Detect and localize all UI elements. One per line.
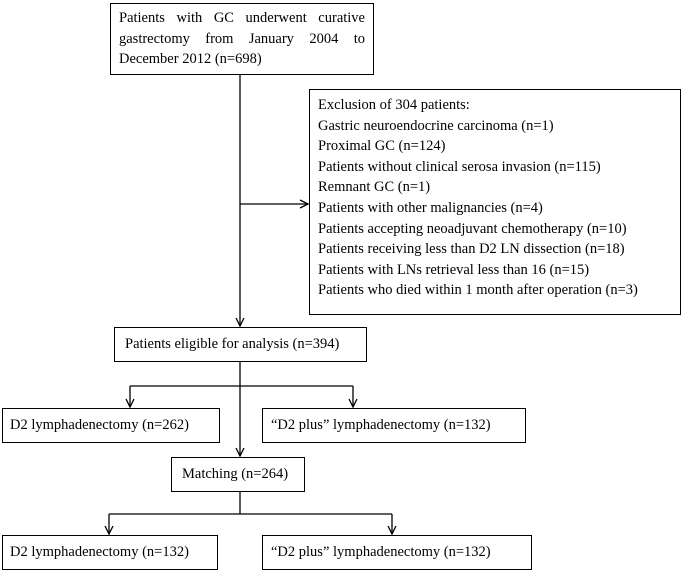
d2plus-matched-box: “D2 plus” lymphadenectomy (n=132) — [262, 535, 532, 570]
d2plus-group-box: “D2 plus” lymphadenectomy (n=132) — [262, 408, 526, 443]
cohort-line: December 2012 (n=698) — [119, 51, 262, 67]
exclusion-item: Patients who died within 1 month after o… — [318, 282, 638, 299]
exclusion-item: Patients accepting neoadjuvant chemother… — [318, 220, 627, 237]
exclusion-item: Patients with other malignancies (n=4) — [318, 199, 543, 216]
exclusion-item: Proximal GC (n=124) — [318, 138, 446, 155]
matching-label: Matching (n=264) — [182, 466, 289, 482]
eligible-label: Patients eligible for analysis (n=394) — [125, 336, 340, 352]
d2plus-group-label: “D2 plus” lymphadenectomy (n=132) — [271, 417, 491, 433]
d2-group-label: D2 lymphadenectomy (n=262) — [10, 417, 189, 433]
exclusion-item: Gastric neuroendocrine carcinoma (n=1) — [318, 117, 554, 134]
d2plus-matched-label: “D2 plus” lymphadenectomy (n=132) — [271, 544, 491, 560]
cohort-box: Patients with GC underwent curative gast… — [110, 3, 374, 75]
d2-matched-label: D2 lymphadenectomy (n=132) — [10, 544, 189, 560]
exclusion-title: Exclusion of 304 patients: — [318, 97, 470, 113]
cohort-line: gastrectomy from January 2004 to — [119, 30, 365, 47]
matching-box: Matching (n=264) — [171, 457, 305, 492]
cohort-line: Patients with GC underwent curative — [119, 10, 365, 26]
exclusion-item: Remnant GC (n=1) — [318, 179, 431, 196]
d2-matched-box: D2 lymphadenectomy (n=132) — [2, 535, 218, 570]
eligible-box: Patients eligible for analysis (n=394) — [114, 327, 367, 362]
exclusion-box: Exclusion of 304 patients: Gastric neuro… — [309, 89, 681, 315]
exclusion-item: Patients with LNs retrieval less than 16… — [318, 261, 590, 278]
exclusion-item: Patients receiving less than D2 LN disse… — [318, 241, 625, 258]
exclusion-item: Patients without clinical serosa invasio… — [318, 158, 601, 175]
d2-group-box: D2 lymphadenectomy (n=262) — [2, 408, 220, 443]
